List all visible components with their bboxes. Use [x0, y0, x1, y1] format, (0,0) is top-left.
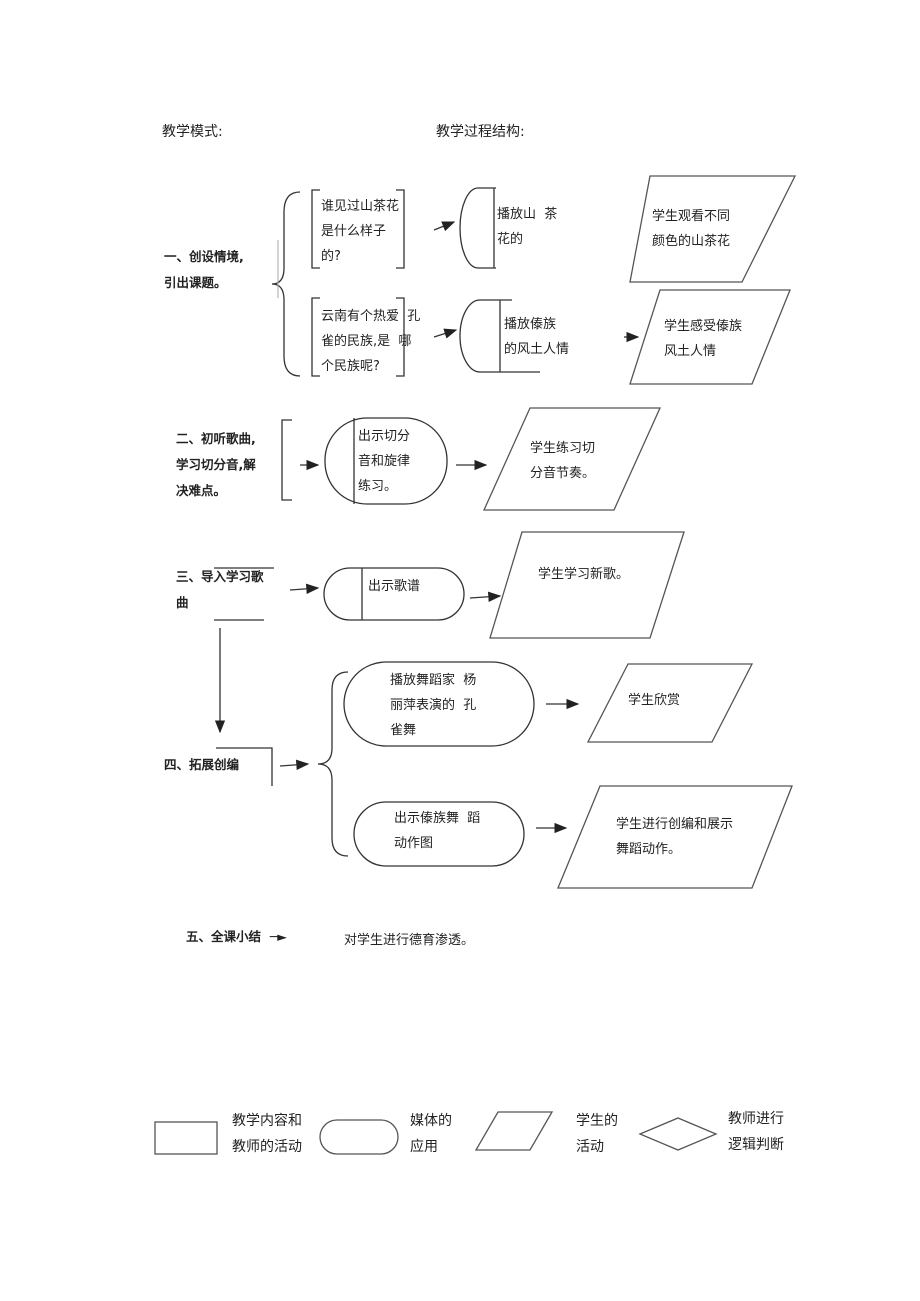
- student-shape-s4r1: [586, 663, 754, 743]
- legend-parallelogram-shape: [474, 1111, 554, 1151]
- media-text-s4r2: 出示傣族舞 蹈 动作图: [394, 811, 481, 851]
- process-structure-label: 教学过程结构:: [436, 124, 525, 140]
- student-shape-s2: [482, 407, 662, 511]
- section1-brace: [271, 191, 301, 377]
- legend-rounded-text: 媒体的 应用: [410, 1113, 452, 1155]
- step3-bracket: [214, 567, 274, 621]
- media-shape-s2: [324, 417, 448, 505]
- media-shape-s1r2: [459, 299, 540, 373]
- step1-label: 一、创设情境, 引出课题。: [164, 249, 244, 290]
- student-text-s4r2: 学生进行创编和展示 舞蹈动作。: [616, 817, 734, 857]
- student-text-s1r2: 学生感受傣族 风土人情: [664, 319, 743, 359]
- student-shape-s1r1: [629, 175, 797, 283]
- content-text-s1r1: 谁见过山茶花 是什么样子 的?: [321, 199, 400, 264]
- step5-label: 五、全课小结 ─►: [186, 929, 287, 944]
- media-text-s1r2: 播放傣族 的风土人情: [504, 317, 570, 357]
- step5-content: 对学生进行德育渗透。: [344, 933, 475, 948]
- legend-rect-text: 教学内容和 教师的活动: [232, 1113, 302, 1155]
- step4-label: 四、拓展创编: [164, 757, 240, 772]
- legend-diamond-text: 教师进行 逻辑判断: [728, 1111, 784, 1153]
- student-shape-s1r2: [629, 289, 791, 385]
- media-shape-s3: [323, 567, 465, 621]
- student-text-s3: 学生学习新歌。: [538, 567, 630, 582]
- student-text-s4r1: 学生欣赏: [628, 693, 681, 708]
- student-shape-s4r2: [557, 785, 793, 889]
- media-shape-s4r1: [343, 661, 535, 747]
- legend-diamond-shape: [638, 1117, 718, 1151]
- teaching-mode-label: 教学模式:: [162, 124, 223, 140]
- media-text-s4r1: 播放舞蹈家 杨 丽萍表演的 孔 雀舞: [390, 673, 477, 738]
- media-shape-s4r2: [353, 801, 525, 867]
- student-shape-s3: [489, 531, 685, 639]
- media-text-s3: 出示歌谱: [368, 579, 421, 594]
- media-shape-s1r1: [459, 187, 496, 269]
- section4-brace: [317, 671, 349, 857]
- media-text-s2: 出示切分 音和旋律 练习。: [358, 429, 411, 494]
- step2-label: 二、初听歌曲, 学习切分音,解 决难点。: [176, 431, 256, 498]
- step2-bracket: [281, 419, 292, 501]
- content-text-s1r2: 云南有个热爱 孔 雀的民族,是 哪 个民族呢?: [321, 309, 421, 374]
- step4-bracket: [216, 747, 273, 786]
- legend-rounded-shape: [319, 1119, 399, 1155]
- content-box-s1r1: [311, 189, 405, 269]
- student-text-s1r1: 学生观看不同 颜色的山茶花: [652, 209, 731, 249]
- legend-parallelogram-text: 学生的 活动: [576, 1113, 618, 1155]
- student-text-s2: 学生练习切 分音节奏。: [530, 441, 596, 481]
- legend-rect-shape: [154, 1121, 218, 1155]
- media-text-s1r1: 播放山 茶 花的: [497, 207, 558, 247]
- content-box-s1r2: [311, 297, 405, 377]
- step3-label: 三、导入学习歌 曲: [176, 569, 264, 610]
